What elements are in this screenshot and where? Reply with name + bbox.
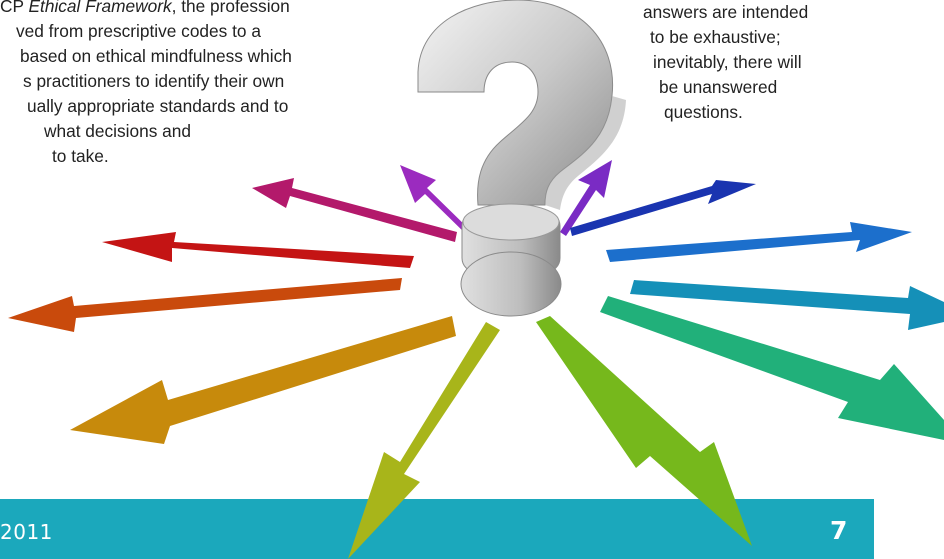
body-right-line-2: to be exhaustive; [650, 27, 781, 47]
body-right-line-4: be unanswered [659, 77, 778, 97]
body-left-line-2: ved from prescriptive codes to a [16, 21, 261, 41]
footer-year: 2011 [0, 520, 53, 544]
arrow-navy [570, 180, 756, 236]
arrow-yellow-green [348, 322, 500, 559]
arrow-blue [606, 222, 912, 262]
question-mark-icon [417, 0, 626, 317]
arrow-orange-red [8, 278, 402, 332]
text-run: , the profession [171, 0, 290, 16]
body-left-line-6: what decisions and [44, 121, 191, 141]
arrow-red [102, 232, 414, 268]
body-right-line-3: inevitably, there will [653, 52, 802, 72]
body-left-line-3: based on ethical mindfulness which [20, 46, 292, 66]
arrow-purple [400, 165, 472, 238]
arrow-green [536, 316, 752, 546]
body-left-line-1: CP Ethical Framework, the profession [0, 0, 290, 19]
body-left-line-7: to take. [52, 146, 109, 166]
body-right-line-1: answers are intended [643, 2, 809, 22]
text-run: CP [0, 0, 29, 16]
arrow-teal [600, 296, 944, 440]
body-right-line-5: questions. [664, 102, 743, 122]
arrow-magenta [252, 178, 457, 242]
page-number: 7 [830, 516, 848, 545]
arrow-violet-right [560, 160, 612, 236]
body-left-line-4: s practitioners to identify their own [23, 71, 285, 91]
arrow-cyan [630, 280, 944, 330]
framework-title: Ethical Framework [28, 0, 172, 16]
body-left-line-5: ually appropriate standards and to [27, 96, 289, 116]
arrow-amber [70, 316, 456, 444]
